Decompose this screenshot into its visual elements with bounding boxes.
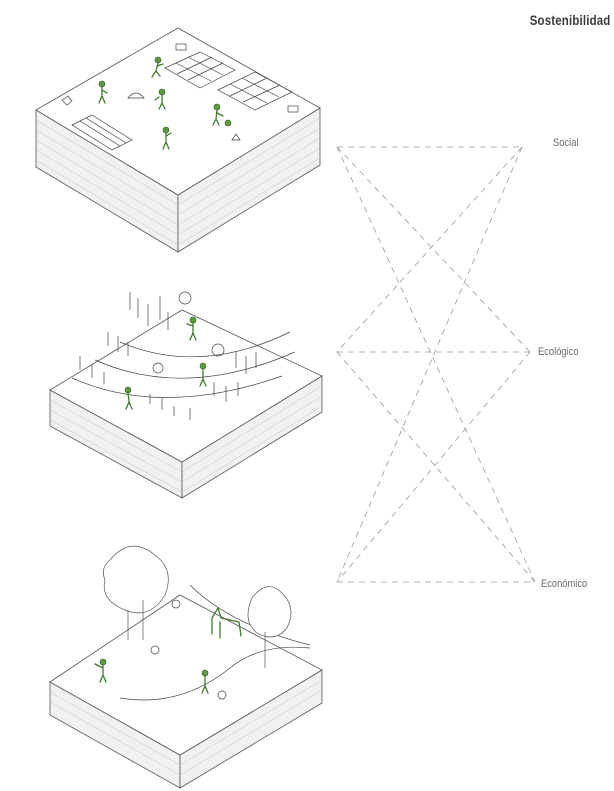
- link-social-economico-a: [336, 146, 536, 583]
- harvester-figure: [94, 658, 209, 694]
- link-social-ecologico-a: [336, 146, 531, 353]
- link-ecologico-economico-b: [336, 351, 531, 583]
- label-ecologico: Ecológico: [538, 346, 579, 358]
- economico-block: [49, 545, 323, 789]
- label-social: Social: [553, 137, 579, 149]
- link-social-ecologico-b: [336, 146, 523, 353]
- tree-icon: [103, 545, 292, 668]
- connection-network: [336, 146, 536, 583]
- link-ecologico-economico-a: [336, 351, 536, 583]
- diagram-title: Sostenibilidad: [529, 12, 610, 28]
- worker-figure: [124, 316, 207, 410]
- label-economico: Económico: [541, 578, 588, 590]
- farmer-figure: [98, 56, 232, 150]
- ecologico-block: [49, 291, 323, 499]
- link-social-economico-b: [336, 146, 523, 583]
- social-block: [35, 27, 321, 253]
- llama-figure: [211, 607, 242, 639]
